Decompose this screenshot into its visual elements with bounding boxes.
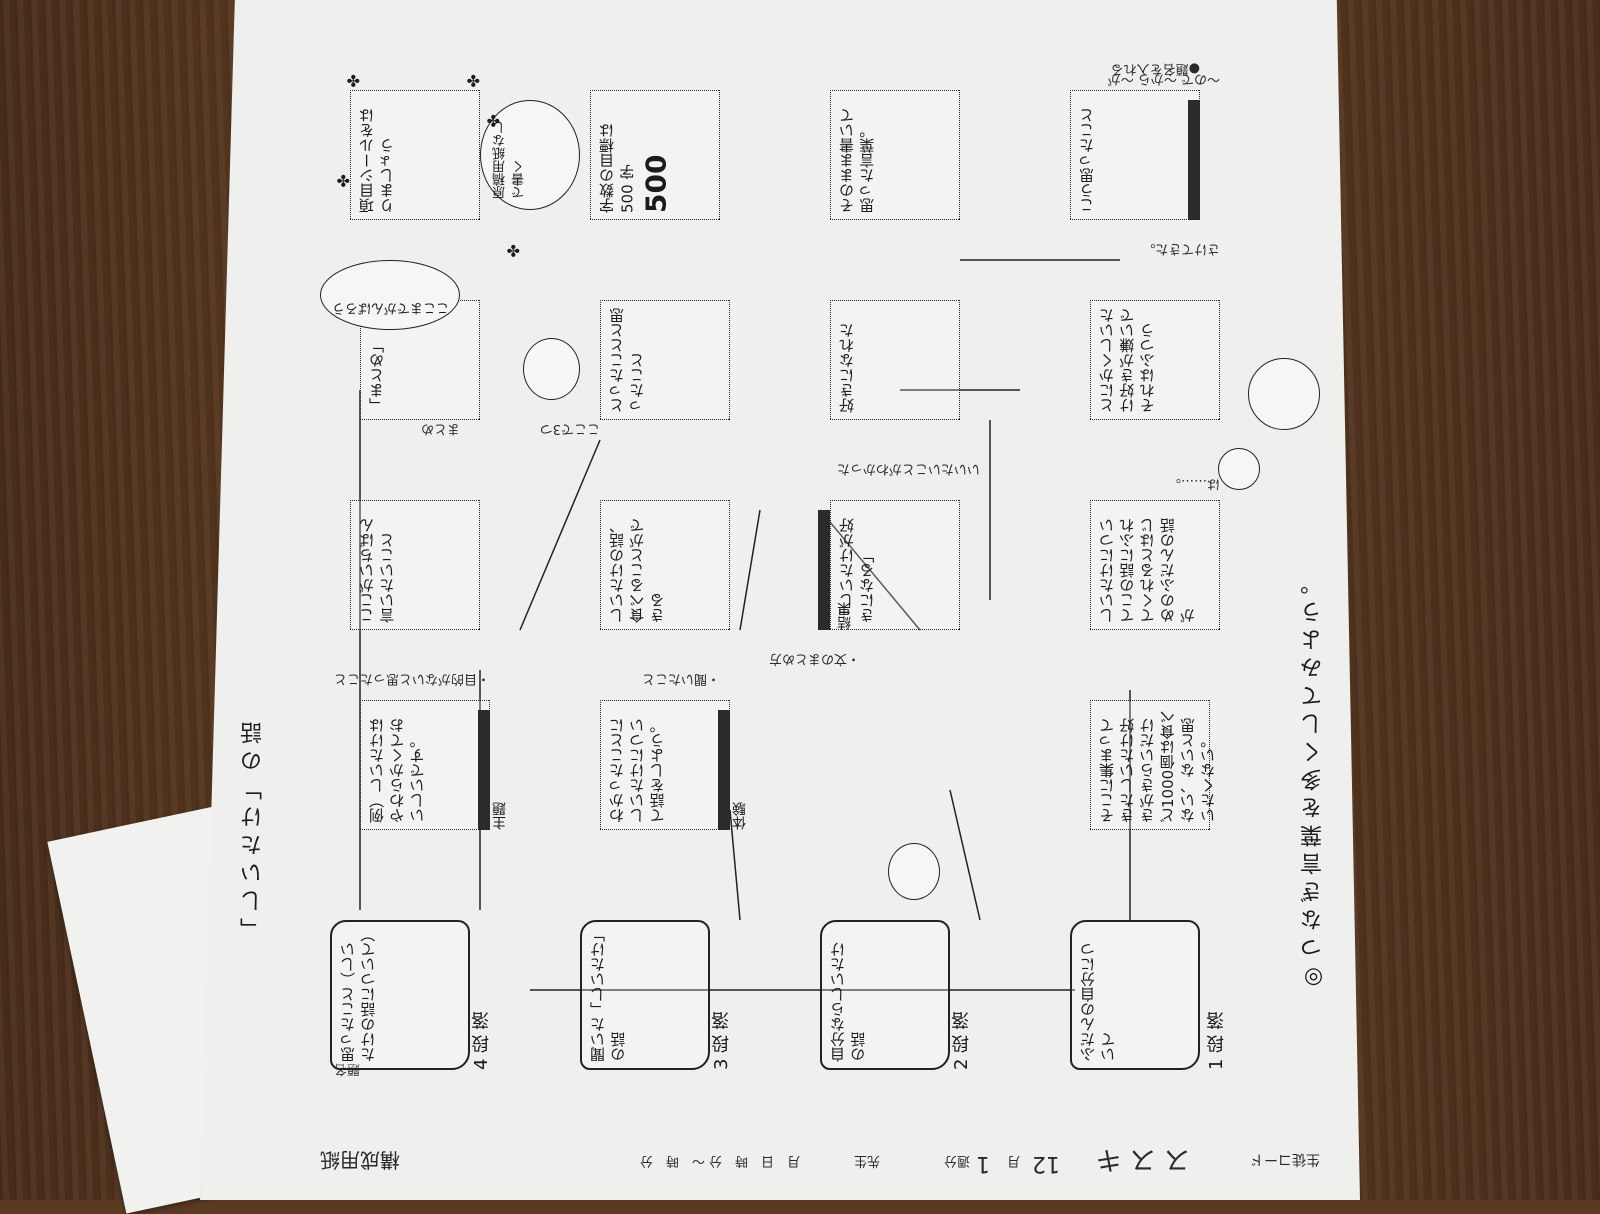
col2-box-1: そこに集まってきたしいたけ好きがきらいだけど1000個は食べない、ないと思いたく… xyxy=(1090,700,1217,830)
clover-icon: ✤ xyxy=(466,71,480,90)
clover-icon: ✤ xyxy=(506,241,520,260)
col3-box-1: わかったことにしいたけについて話をしよう。 xyxy=(600,700,730,830)
right-box-2: そのまま書いて思った言葉。 xyxy=(830,90,960,220)
col2-box-1-text: そこに集まってきたしいたけ好きがきらいだけど1000個は食べない、ないと思いたく… xyxy=(1098,709,1218,823)
col4-note: ・目的がないと思ったこと xyxy=(333,671,490,686)
col3-box-2-text: しいたけの話、食べることができる xyxy=(608,518,667,623)
paragraph-1-text: ふだんの自分について xyxy=(1079,942,1118,1062)
right-box-3-text: 字数の目標は 500 字 xyxy=(598,123,637,213)
col4-box-2: ここがいちばん言いたいこと xyxy=(350,500,480,630)
col4-box-1: 例）しいたけはやわらかくておいしいです。 xyxy=(360,700,490,830)
talk-note: いいたいことがわかった xyxy=(836,461,980,476)
paragraph-3-text: 聞いた「しいたけ」の話 xyxy=(589,934,628,1063)
worksheet-paper xyxy=(200,0,1360,1200)
theme-title: 「しいたけ」の話 xyxy=(241,716,266,940)
summary-note: ここで3つ xyxy=(539,421,600,436)
right-box-4: 項目シールをはりましょう xyxy=(350,90,480,220)
title-instruction: ●題名を入れる xyxy=(1110,61,1200,76)
tip-bubble-text: 原稿用紙なしで書く xyxy=(493,121,527,199)
col1-box-2-text: とにかくしいたけ好きが嫌いでそれはふつう xyxy=(1098,308,1157,413)
cheer-bubble-text: ここまでがんばろう xyxy=(331,300,449,315)
right-box-1-text: こう思ったこと xyxy=(1078,108,1096,213)
col3-note: ・聞いたこと xyxy=(641,671,720,686)
cheer-bubble: ここまでがんばろう xyxy=(320,260,460,330)
clover-icon: ✤ xyxy=(486,111,500,130)
col2-box-3: 好きになれた xyxy=(830,300,960,420)
col3-box-3-text: とったことと思ったこと xyxy=(608,308,647,413)
col4-box-1-text: 例）しいたけはやわらかくておいしいです。 xyxy=(368,718,427,823)
student-code-label: 生徒コード xyxy=(1250,1151,1320,1167)
col4-heading-bar xyxy=(478,710,490,830)
clover-icon: ✤ xyxy=(336,171,350,190)
col4-box-3-text: 「まとめ」 xyxy=(368,338,386,413)
right-box-1: こう思ったこと xyxy=(1070,90,1200,220)
paragraph-1-label: 1 段 落 xyxy=(1206,1011,1227,1070)
doodle-face-3 xyxy=(523,338,580,400)
col3-heading-bar xyxy=(718,710,730,830)
instruction-text: ◎つなぎ言葉を多くしてみよう。 xyxy=(1301,567,1326,990)
class-label: ス ス キ xyxy=(1095,1144,1190,1174)
week-label: 週分 xyxy=(943,1153,970,1168)
col4-heading: 主題 xyxy=(492,802,508,830)
paragraph-4-text: 思ったこと（しいたけの話について） xyxy=(339,927,378,1062)
word-count-goal: 500 xyxy=(639,154,673,213)
col2-heading: 結果 xyxy=(837,602,853,630)
col3-box-3: とったことと思ったこと xyxy=(600,300,730,420)
month-value: 12 xyxy=(1032,1151,1060,1176)
bottom-note: ・文のまとめ方 xyxy=(768,651,860,666)
clover-icon: ✤ xyxy=(346,71,360,90)
col2-box-3-text: 好きになれた xyxy=(838,323,856,413)
paragraph-1-box: ふだんの自分について xyxy=(1070,920,1200,1070)
col1-box-2: とにかくしいたけ好きが嫌いでそれはふつう xyxy=(1090,300,1220,420)
feel-note: まとめ xyxy=(420,421,460,436)
paragraph-4-box: 思ったこと（しいたけの話について） xyxy=(330,920,470,1070)
worksheet-content: 生徒コード ス ス キ 12 月 1 週分 先生 月 日 時 分 ～ 時 分 構… xyxy=(200,40,1360,1190)
teacher-label: 先生 xyxy=(853,1153,880,1168)
paragraph-2-text: 自分ならしいたけの話 xyxy=(829,942,868,1062)
paragraph-4-label: 4 段 落 xyxy=(471,1011,492,1070)
col1-box-1-text: しいたけについてこの話にふれてくれるとはじめのふだんの話が xyxy=(1098,518,1197,623)
form-title: 構成用紙 xyxy=(320,1148,400,1172)
col4-box-2-text: ここがいちばん言いたいこと xyxy=(358,518,397,623)
doodle-face-2 xyxy=(1248,358,1320,430)
col1-box-1: しいたけについてこの話にふれてくれるとはじめのふだんの話が xyxy=(1090,500,1220,630)
right-box-3: 字数の目標は 500 字 500 xyxy=(590,90,720,220)
paragraph-2-box: 自分ならしいたけの話 xyxy=(820,920,950,1070)
week-value: 1 xyxy=(976,1151,990,1176)
right-box-2-text: そのまま書いて思った言葉。 xyxy=(838,108,877,213)
month-label: 月 xyxy=(1006,1153,1020,1168)
doodle-face-1 xyxy=(888,843,940,900)
col1-box-3: さけてきた。 xyxy=(1142,241,1220,256)
col3-box-2: しいたけの話、食べることができる xyxy=(600,500,730,630)
right-heading-bar xyxy=(1188,100,1200,220)
stamp-circle xyxy=(1218,448,1260,490)
paragraph-3-label: 3 段 落 xyxy=(711,1011,732,1070)
col2-heading-bar xyxy=(818,510,830,630)
paragraph-2-label: 2 段 落 xyxy=(951,1011,972,1070)
col3-box-1-text: わかったことにしいたけについて話をしよう。 xyxy=(608,718,667,823)
col1-box-1-tail: は……。 xyxy=(1167,476,1220,491)
right-box-4-text: 項目シールをはりましょう xyxy=(358,108,397,213)
date-time-field: 月 日 時 分 ～ 時 分 xyxy=(639,1153,800,1168)
paragraph-3-box: 聞いた「しいたけ」の話 xyxy=(580,920,710,1070)
col3-heading: 体験 xyxy=(732,802,748,830)
